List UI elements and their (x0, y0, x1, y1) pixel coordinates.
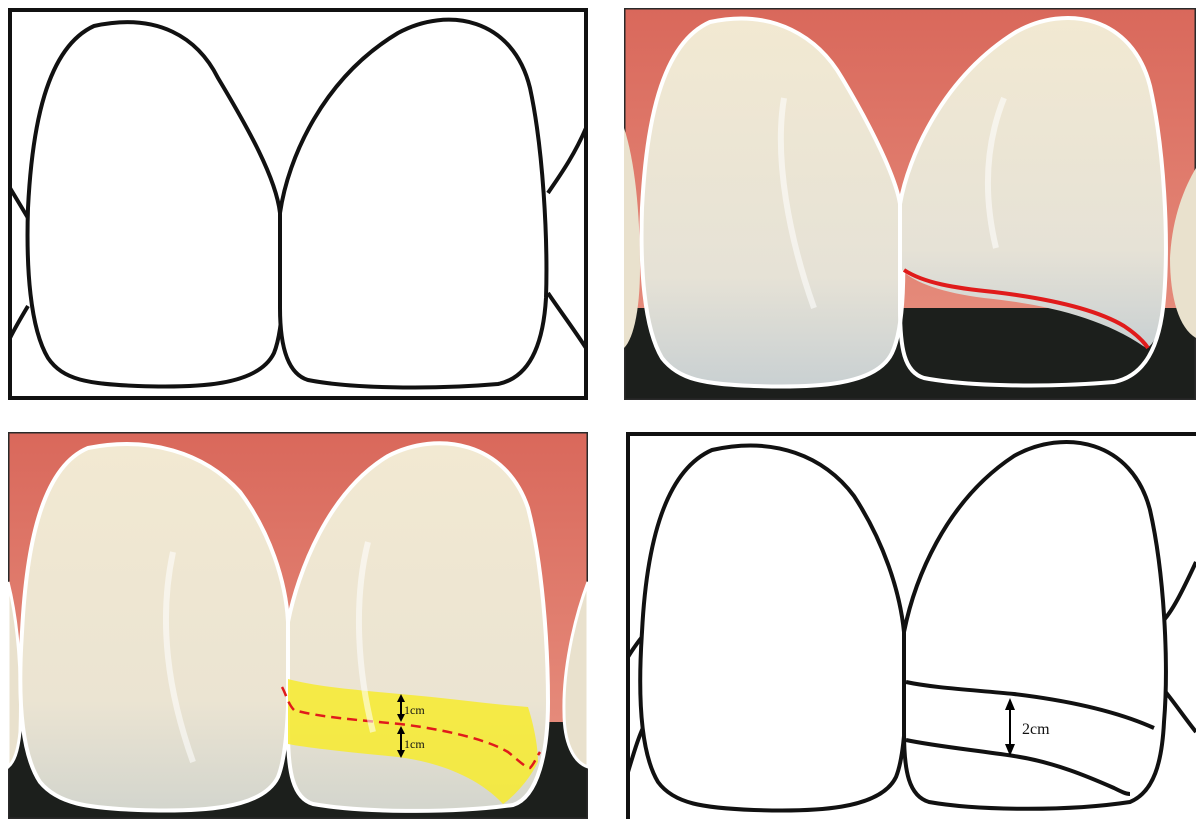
fracture-photo-svg (624, 8, 1196, 400)
panel-outline-diagram (8, 8, 588, 400)
panel-photo-bevel-zone: 1cm 1cm (8, 432, 588, 819)
panel-outline-bevel-diagram: 2cm (624, 432, 1196, 819)
bevel-outline-svg: 2cm (624, 432, 1196, 819)
panel-photo-fracture-line (624, 8, 1196, 400)
total-width-label: 2cm (1022, 721, 1050, 738)
bevel-photo-svg: 1cm 1cm (8, 432, 588, 819)
outline-diagram-svg (8, 8, 588, 400)
lower-width-label: 1cm (404, 737, 425, 751)
upper-width-label: 1cm (404, 703, 425, 717)
